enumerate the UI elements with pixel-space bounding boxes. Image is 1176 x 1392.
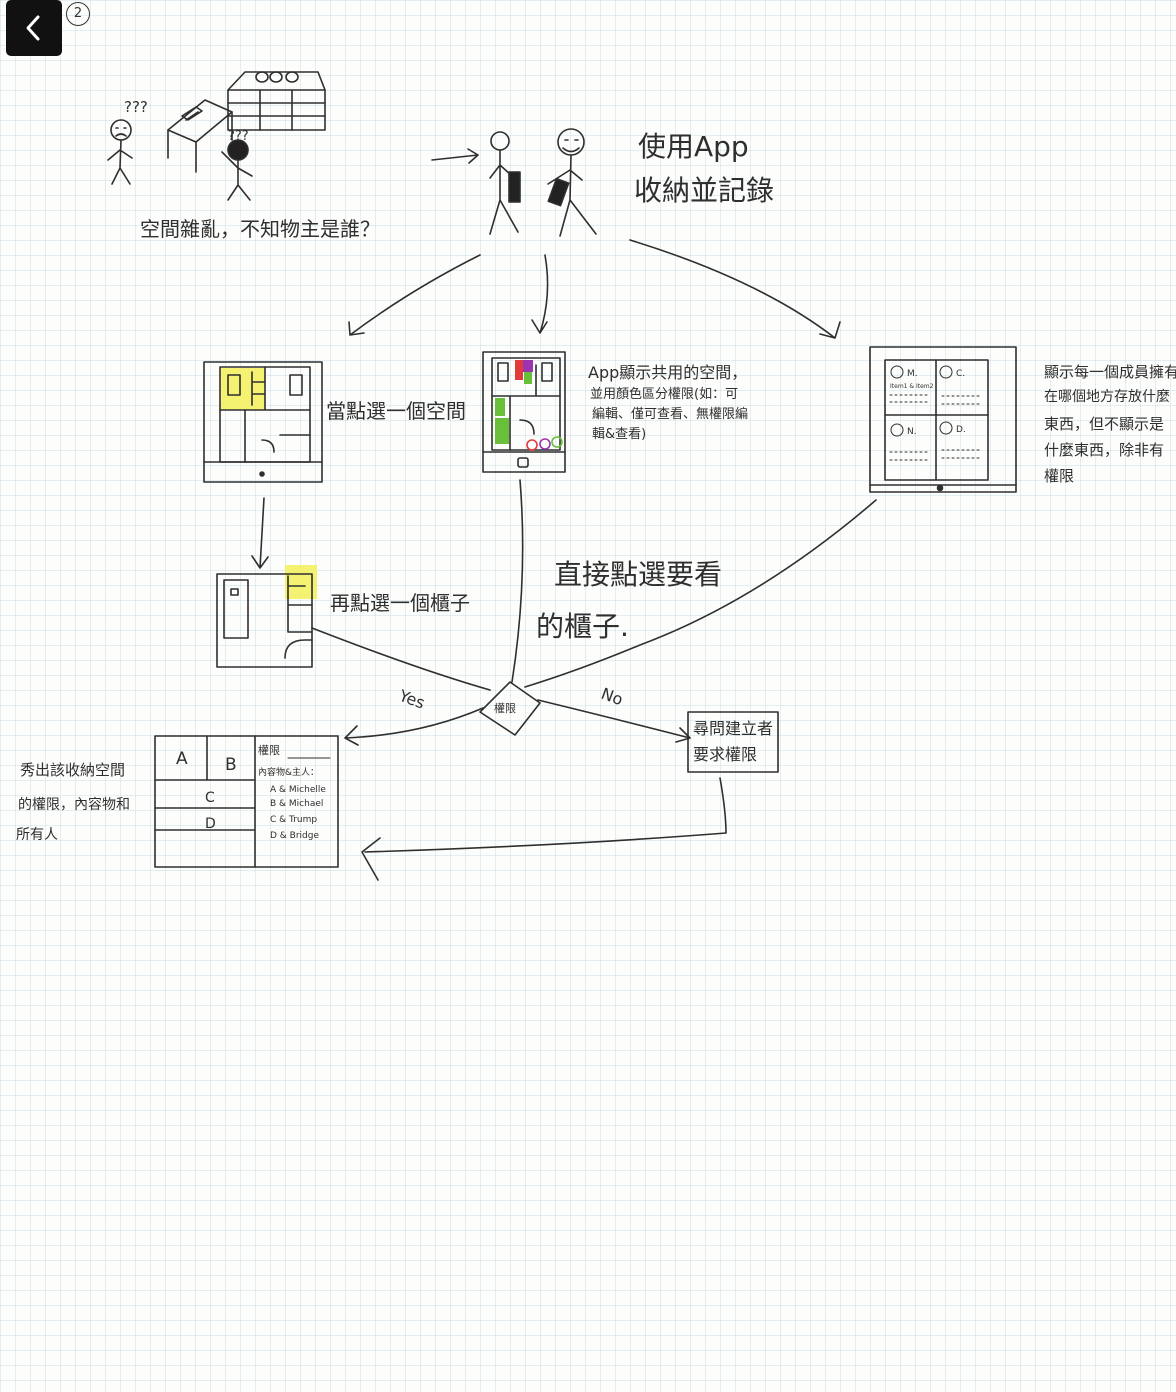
shared-space-tablet: [483, 352, 565, 472]
request-note-line: 要求權限: [693, 744, 757, 766]
each-person-note-line: 在哪個地方存放什麼: [1044, 388, 1170, 407]
member-caption: Item1 & Item2: [890, 383, 934, 390]
permission-subtitle: 內容物&主人：: [258, 766, 319, 778]
arrow-to-members-screen: [630, 240, 840, 338]
messy-space-note: 空間雜亂，不知物主是誰？: [140, 216, 380, 243]
permission-row: C & Trump: [270, 815, 317, 825]
member-initial: D.: [956, 425, 966, 435]
person-with-phone-sketch: [490, 132, 520, 234]
show-result-note-line: 的權限，內容物和: [18, 796, 130, 815]
app-shows-note-line: 輯&查看): [592, 426, 646, 444]
section-label: C: [205, 790, 215, 806]
show-result-note-line: 所有人: [16, 826, 58, 845]
confused-person-sketch: [108, 120, 132, 184]
question-marks: ???: [124, 98, 148, 116]
return-arrow: [362, 778, 726, 880]
app-shows-note-line: 編輯、僅可查看、無權限編: [592, 406, 748, 424]
each-person-note-line: 什麼東西，除非有: [1044, 440, 1164, 460]
yes-label: Yes: [396, 686, 428, 713]
confused-person-2-sketch: [222, 140, 252, 200]
members-tablet: [870, 347, 1016, 492]
permission-title: 權限: [258, 744, 280, 757]
arrow-to-space-screen: [349, 255, 480, 335]
permission-row: A & Michelle: [270, 785, 326, 795]
cabinet-screen: [217, 565, 317, 667]
member-initial: N.: [907, 427, 917, 437]
tap-cabinet-note: 再點選一個櫃子: [330, 590, 470, 617]
tap-space-note: 當點選一個空間: [326, 398, 466, 425]
question-marks-2: ???: [228, 129, 249, 144]
arrow-to-app-users: [432, 149, 478, 163]
section-label: D: [205, 816, 216, 832]
section-label: A: [176, 749, 188, 769]
member-initial: M.: [907, 369, 918, 379]
direct-select-note-line: 直接點選要看: [554, 556, 722, 594]
request-note-line: 尋問建立者: [693, 718, 773, 740]
section-label: B: [225, 755, 237, 775]
app-shows-note-line: App顯示共用的空間，: [588, 362, 747, 384]
yes-arrow: [345, 708, 483, 745]
permission-row: D & Bridge: [270, 831, 319, 841]
arrow-to-shared-space-screen: [532, 255, 548, 333]
desk-sketch: [168, 100, 232, 172]
each-person-note-line: 東西，但不顯示是: [1044, 414, 1164, 434]
decision-label: 權限: [494, 702, 516, 715]
use-app-note-line: 使用App: [638, 128, 749, 166]
each-person-note-line: 顯示每一個成員擁有: [1044, 362, 1176, 382]
floor-plan-tablet: [204, 362, 322, 482]
show-result-note-line: 秀出該收納空間: [20, 760, 125, 780]
no-label: No: [599, 684, 626, 709]
each-person-note-line: 權限: [1044, 466, 1074, 486]
line-cabinet-to-decision: [312, 628, 490, 690]
arrow-to-cabinet-screen: [252, 498, 268, 568]
permission-row: B & Michael: [270, 799, 323, 809]
member-initial: C.: [956, 369, 965, 379]
use-app-note-line: 收納並記錄: [634, 172, 774, 210]
line-shared-to-decision: [512, 480, 523, 682]
direct-select-note-line: 的櫃子.: [536, 608, 629, 646]
shelf-sketch: [228, 72, 325, 130]
happy-person-with-phone-sketch: [548, 129, 596, 236]
app-shows-note-line: 並用顏色區分權限(如：可: [590, 386, 738, 404]
